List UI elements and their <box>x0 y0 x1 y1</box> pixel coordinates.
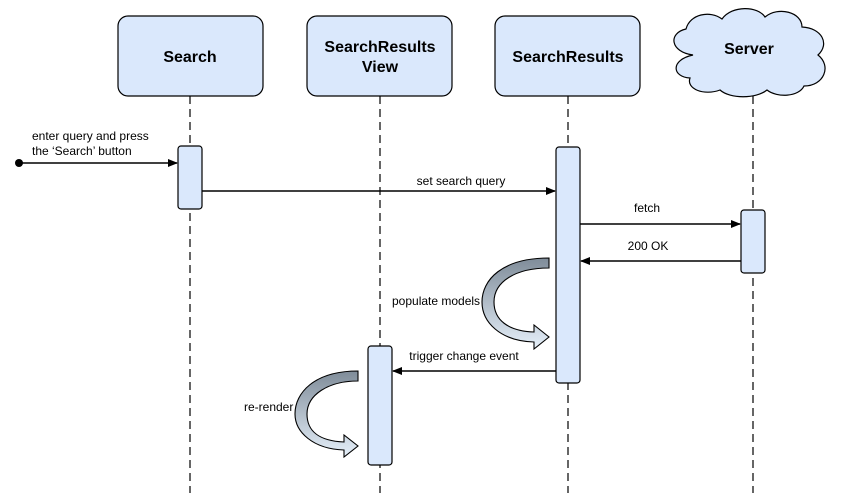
participant-searchresults-label: SearchResults <box>512 49 623 66</box>
participant-searchresults-view-label-line2: View <box>362 59 399 76</box>
cloud-icon <box>673 8 826 98</box>
participant-search-label: Search <box>163 49 216 66</box>
populate-models-label: populate models <box>392 294 480 308</box>
participant-searchresults: SearchResults <box>494 15 641 97</box>
activation-searchresults <box>555 146 581 384</box>
fetch-label: fetch <box>634 201 660 215</box>
activation-server <box>740 209 766 274</box>
participant-server-label: Server <box>724 41 774 58</box>
participant-search: Search <box>117 15 264 97</box>
participant-searchresults-view-label-line1: SearchResults <box>324 39 435 56</box>
participant-searchresults-view: SearchResults View <box>306 15 453 97</box>
participant-server: Server <box>673 8 826 98</box>
activation-search <box>177 145 203 210</box>
entry-message-label-line2: the ‘Search’ button <box>32 144 132 158</box>
re-render-self-arrow <box>294 370 359 459</box>
re-render-label: re-render <box>244 400 293 414</box>
ok-response-label: 200 OK <box>628 239 669 253</box>
populate-models-self-arrow <box>481 257 550 351</box>
activation-searchresults-view <box>367 345 393 466</box>
entry-message-label-line1: enter query and press <box>32 129 149 143</box>
set-search-query-label: set search query <box>417 174 506 188</box>
trigger-change-event-label: trigger change event <box>409 349 519 363</box>
